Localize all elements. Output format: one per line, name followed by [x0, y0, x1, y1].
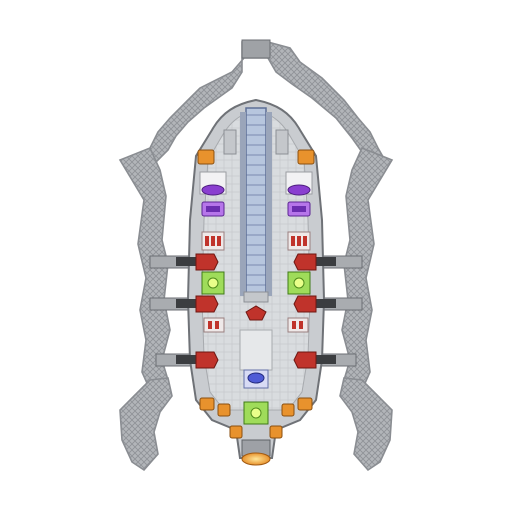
green-pad-left	[201, 271, 225, 295]
turret-right-1	[293, 253, 336, 271]
bottom-orange-units	[199, 397, 313, 439]
turret-barrel	[314, 299, 336, 308]
purple-console-right	[287, 201, 311, 217]
seat-red-icon	[292, 321, 296, 329]
turret-right-2	[293, 295, 336, 313]
orange-console-top-right	[297, 149, 315, 165]
orange-unit-icon	[281, 403, 295, 417]
turret-barrel	[176, 257, 198, 266]
grey-panel-top-left	[223, 129, 237, 155]
seat-red-icon	[215, 321, 219, 329]
turret-barrel	[314, 257, 336, 266]
seat-red-icon	[297, 236, 301, 246]
corridor-rail	[245, 107, 267, 299]
central-corridor	[239, 107, 273, 371]
red-turret-icon	[195, 351, 219, 369]
red-turret-icon	[293, 253, 317, 271]
turret-left-3	[176, 351, 219, 369]
green-core	[250, 407, 262, 419]
lower-seats-left	[203, 317, 225, 333]
red-turret-icon	[195, 253, 219, 271]
orange-unit-icon	[269, 425, 283, 439]
crew-seats-left	[201, 231, 225, 251]
purple-reactor-left	[199, 171, 227, 196]
orange-unit-icon	[297, 397, 313, 411]
scaffold-frame	[118, 39, 394, 472]
blue-core-icon	[247, 372, 265, 384]
red-turret-icon	[293, 295, 317, 313]
seat-red-icon	[291, 236, 295, 246]
green-core	[207, 277, 219, 289]
engine-glow-icon	[241, 452, 271, 466]
orange-unit-icon	[199, 397, 215, 411]
green-pad-right	[287, 271, 311, 295]
seat-red-icon	[205, 236, 209, 246]
seat-block	[287, 317, 309, 333]
red-turret-icon	[293, 351, 317, 369]
purple-console-screen	[292, 206, 306, 212]
purple-dome-icon	[201, 184, 225, 196]
engine-thruster	[241, 439, 271, 466]
seat-red-icon	[217, 236, 221, 246]
turret-barrel	[176, 299, 198, 308]
lower-seats-right	[287, 317, 309, 333]
purple-console-screen	[206, 206, 220, 212]
seat-block	[203, 317, 225, 333]
green-pad-bottom	[243, 401, 269, 425]
crew-seats-right	[287, 231, 311, 251]
seat-red-icon	[299, 321, 303, 329]
orange-console-top-left	[197, 149, 215, 165]
green-core	[293, 277, 305, 289]
purple-reactor-right	[285, 171, 313, 196]
top-orange-consoles	[197, 129, 315, 165]
seat-red-icon	[208, 321, 212, 329]
turret-barrel	[314, 355, 336, 364]
purple-dome-icon	[287, 184, 311, 196]
purple-console-left	[201, 201, 225, 217]
blue-core	[243, 369, 269, 389]
seat-red-icon	[303, 236, 307, 246]
turret-right-3	[293, 351, 336, 369]
corridor-rail-edge-right	[266, 112, 272, 296]
weapon-turrets	[176, 253, 336, 369]
turret-barrel	[176, 355, 198, 364]
orange-unit-icon	[229, 425, 243, 439]
corridor-lower	[239, 329, 273, 371]
red-turret-icon	[195, 295, 219, 313]
grey-block-mid	[243, 291, 269, 303]
seat-red-icon	[211, 236, 215, 246]
turret-left-1	[176, 253, 219, 271]
turret-left-2	[176, 295, 219, 313]
corridor-rail-edge-left	[240, 112, 246, 296]
red-emblem-icon	[245, 305, 267, 321]
orange-unit-icon	[217, 403, 231, 417]
scaffold-right-lower	[339, 377, 393, 472]
scaffold-left-lower	[119, 377, 173, 472]
grey-panel-top-right	[275, 129, 289, 155]
top-dock-block	[241, 39, 271, 59]
